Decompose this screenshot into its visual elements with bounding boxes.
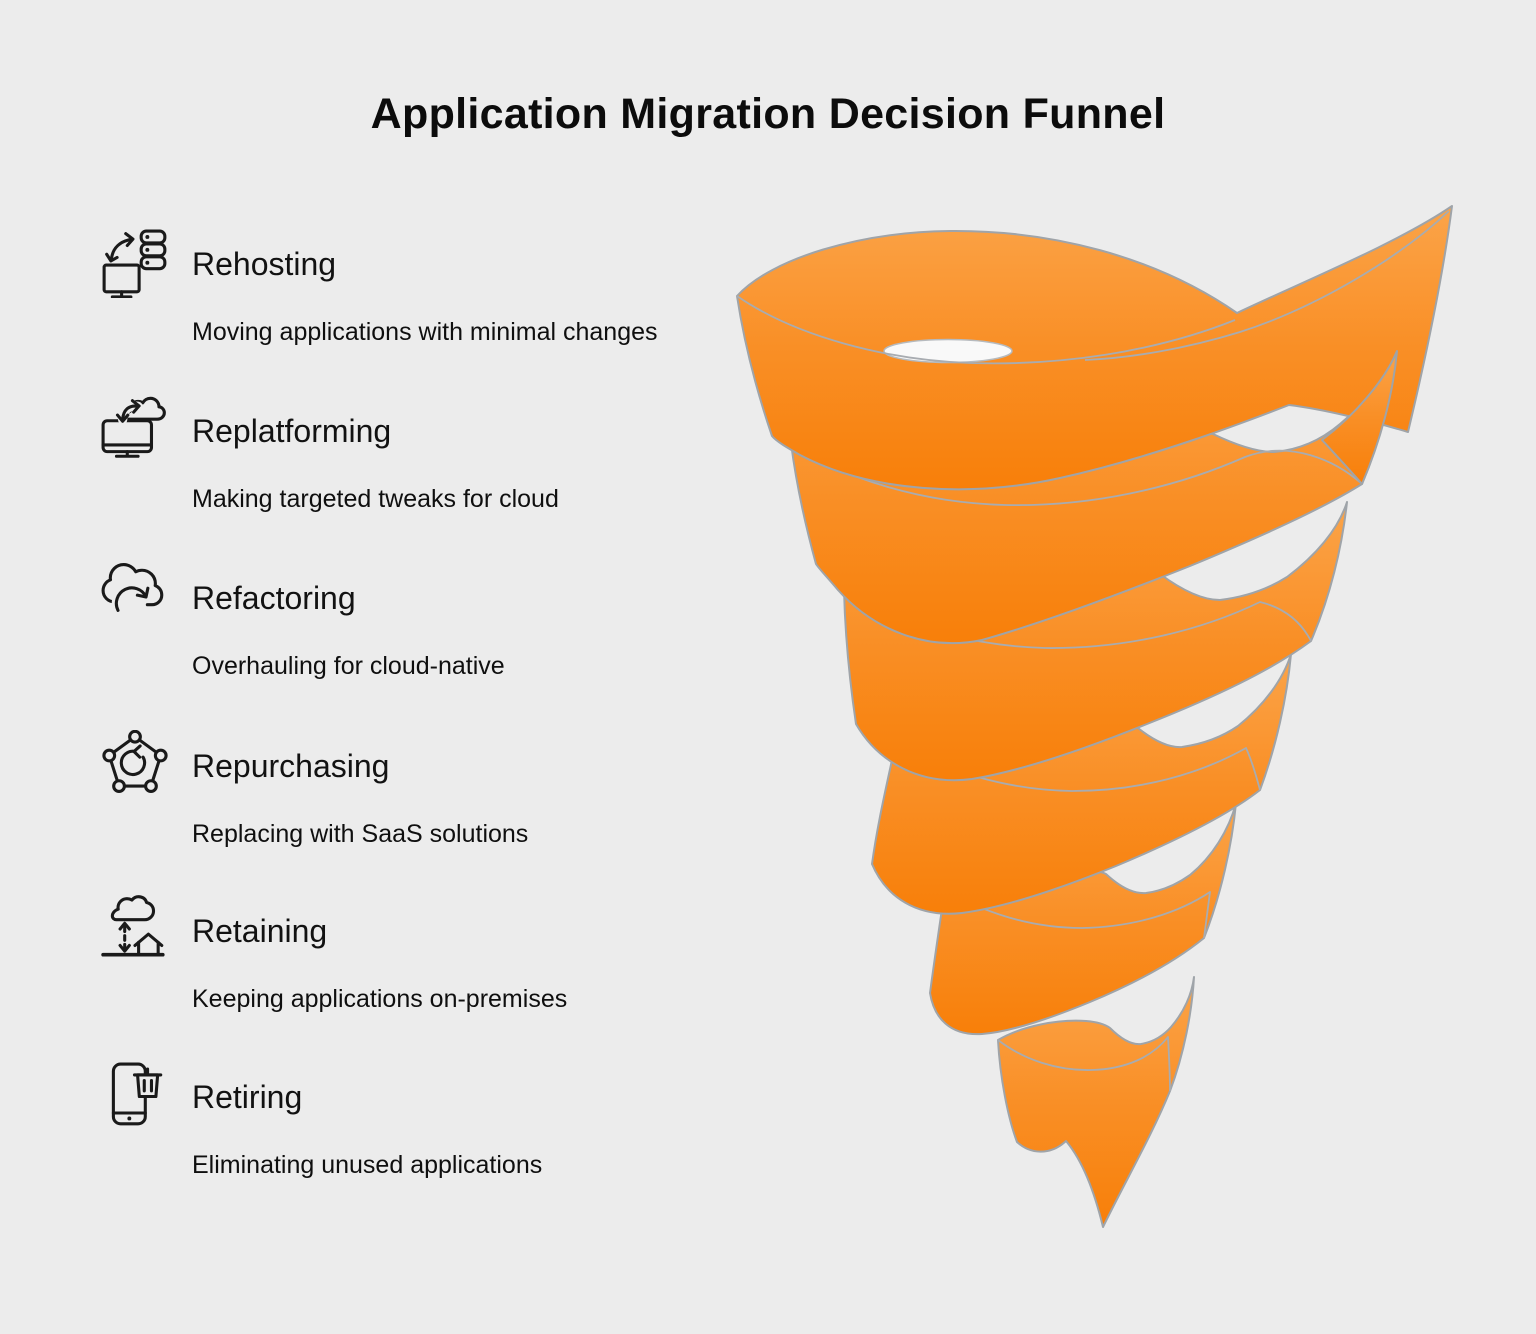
item-title: Retiring — [192, 1079, 303, 1115]
item-title: Rehosting — [192, 246, 337, 282]
item-description: Moving applications with minimal changes — [192, 318, 658, 346]
refactoring-icon — [100, 562, 170, 632]
item-description: Eliminating unused applications — [192, 1151, 543, 1179]
rehosting-icon — [100, 228, 170, 299]
funnel-tail-seam — [1084, 210, 1450, 361]
item-title: Retaining — [192, 913, 328, 949]
funnel-rim-5 — [944, 888, 1211, 939]
funnel-item-repurchasing: Repurchasing Replacing with SaaS solutio… — [100, 729, 740, 890]
funnel-rim-6 — [997, 1036, 1171, 1092]
funnel-mouth-hole — [883, 338, 1013, 364]
item-description: Overhauling for cloud-native — [192, 652, 505, 680]
funnel-item-replatforming: Replatforming Making targeted tweaks for… — [100, 395, 740, 555]
page-title: Application Migration Decision Funnel — [370, 90, 1166, 138]
item-title: Replatforming — [192, 413, 392, 449]
item-title: Refactoring — [192, 580, 356, 616]
replatforming-icon — [100, 395, 170, 465]
item-description: Keeping applications on-premises — [192, 985, 568, 1013]
funnel-rim-2 — [790, 442, 1363, 507]
item-description: Replacing with SaaS solutions — [192, 820, 529, 848]
item-description: Making targeted tweaks for cloud — [192, 485, 559, 513]
funnel-item-rehosting: Rehosting Moving applications with minim… — [100, 228, 740, 388]
funnel-item-refactoring: Refactoring Overhauling for cloud-native — [100, 562, 740, 722]
funnel-item-retaining: Retaining Keeping applications on-premis… — [100, 895, 740, 1055]
retiring-icon — [100, 1061, 170, 1131]
funnel-rim-1 — [736, 295, 1236, 365]
funnel-turn-6 — [997, 976, 1195, 1228]
funnel-turn-2-curl — [1321, 350, 1398, 485]
repurchasing-icon — [100, 729, 170, 800]
retaining-icon — [100, 895, 170, 965]
item-title: Repurchasing — [192, 748, 390, 784]
funnel-turn-1 — [736, 205, 1453, 491]
funnel-item-retiring: Retiring Eliminating unused applications — [100, 1061, 740, 1221]
